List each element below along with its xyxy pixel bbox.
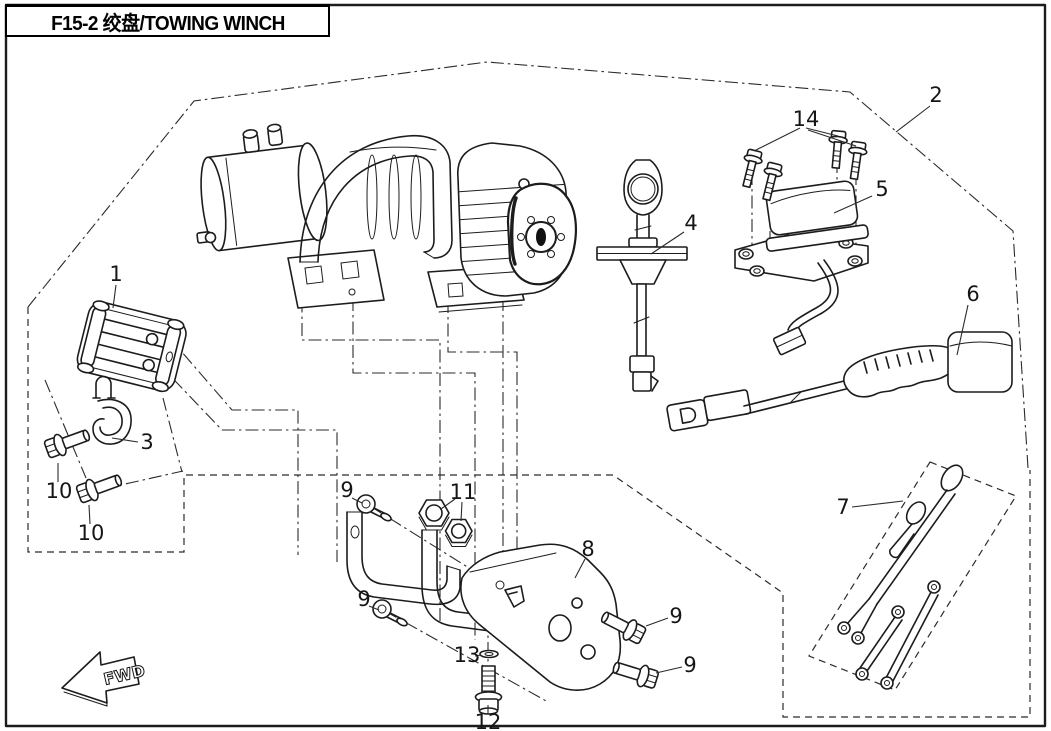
title-box: F15-2 绞盘/TOWING WINCH [5,4,330,37]
remote-control [666,331,1013,432]
diagram-title: F15-2 绞盘/TOWING WINCH [50,12,285,35]
mounting-plate [460,543,622,691]
callout-1: 1 [109,262,122,286]
callout-4: 4 [684,211,697,235]
contactor-plug [772,326,807,356]
alignment-lines [44,160,857,712]
cable-hook [92,375,132,445]
callout-5: 5 [875,177,888,201]
assembly-boundary [27,61,1031,718]
contactor-bolt-14a [736,147,765,190]
shoulder-bolt-9a [356,494,392,522]
fairlead-bolt-10b [74,468,126,506]
mounting-bracket-left [346,511,461,606]
winch-motor [196,123,328,252]
callout-12: 12 [475,710,502,731]
callout-labels: 1 2 3 4 5 6 7 8 9 9 9 9 10 10 11 12 13 1… [46,83,980,731]
callout-13: 13 [454,643,481,667]
callout-10a: 10 [46,479,73,503]
battery-cables [808,461,1017,691]
leader-lines [57,105,969,714]
fairlead [76,300,187,393]
callout-9c: 9 [669,604,682,628]
callout-10b: 10 [78,521,105,545]
shoulder-bolt-9b [372,599,408,627]
winch-drum [349,146,437,240]
callout-3: 3 [140,430,153,454]
callout-6: 6 [966,282,979,306]
callout-11: 11 [450,480,477,504]
callout-14: 14 [793,107,820,131]
fwd-direction-arrow: FWD [61,651,147,707]
callout-9a: 9 [340,478,353,502]
contactor-bolt-14d [844,140,869,181]
callout-9b: 9 [357,587,370,611]
winch-support-bow [299,135,453,263]
callout-7: 7 [836,495,849,519]
page-border [4,3,1047,728]
winch-gear-housing [457,142,577,297]
fairlead-bolt-10a [42,423,94,461]
clutch-rod [596,159,688,392]
contactor [734,180,869,356]
winch-assembly [196,123,577,313]
callout-2: 2 [929,83,942,107]
flange-nuts [418,499,473,547]
callout-9d: 9 [683,653,696,677]
washer-13 [479,649,499,659]
callout-8: 8 [581,537,594,561]
